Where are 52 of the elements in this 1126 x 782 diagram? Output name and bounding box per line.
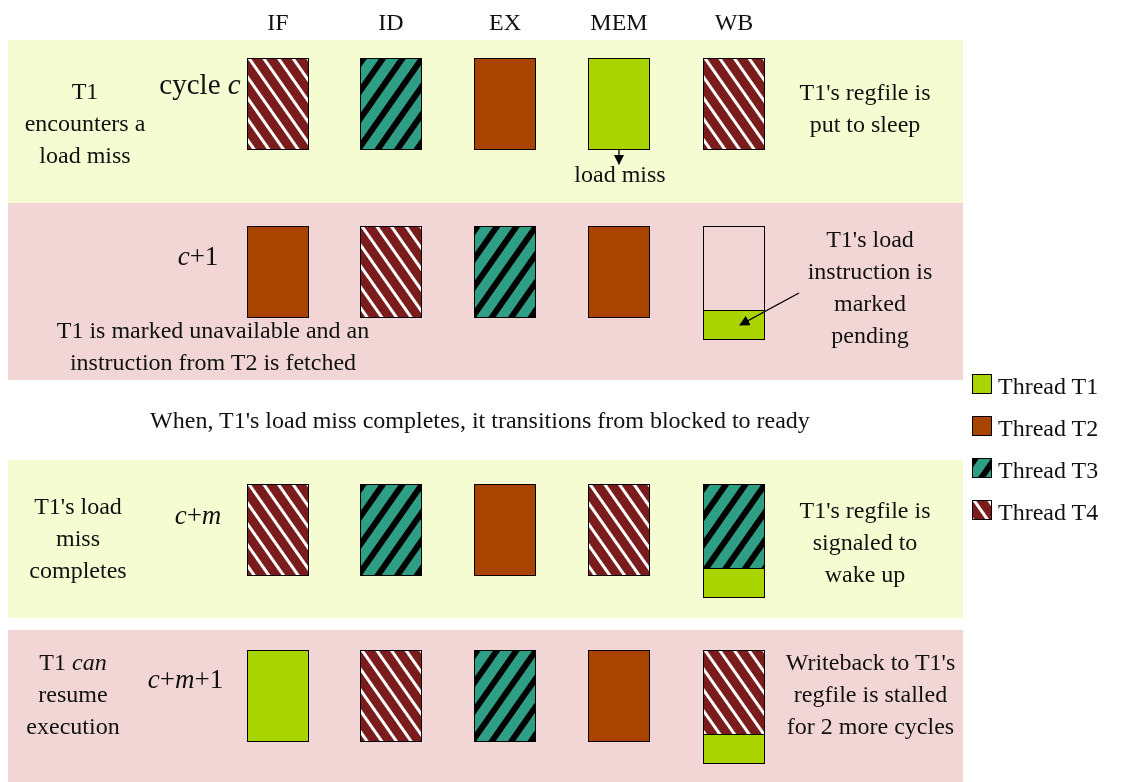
pipeline-stage-block: [588, 484, 650, 576]
pipeline-stage-block: [474, 226, 536, 318]
annotation-text: T1's load instruction is marked pending: [793, 223, 947, 351]
annotation-text: load miss: [560, 158, 680, 190]
cycle-band: [8, 630, 963, 782]
stage-header: ID: [377, 8, 405, 37]
legend-label: Thread T3: [998, 456, 1099, 485]
pipeline-stage-block: [360, 484, 422, 576]
pipeline-stage-block: [703, 58, 765, 150]
stage-header: IF: [266, 8, 290, 37]
cycle-label: cycle c: [158, 67, 242, 102]
pipeline-stage-block: [360, 58, 422, 150]
pipeline-stage-block: [247, 58, 309, 150]
row-note: T1's regfile is signaled to wake up: [798, 496, 932, 589]
pipeline-stage-block: [247, 484, 309, 576]
pending-slot: [703, 734, 765, 764]
cycle-label: c+1: [176, 240, 220, 273]
row-description: T1 is marked unavailable and an instruction from T2 is fetched: [55, 316, 371, 377]
pipeline-stage-block: [360, 650, 422, 742]
cycle-label: c+m+1: [146, 663, 225, 696]
pipeline-stage-block: [588, 650, 650, 742]
legend-label: Thread T1: [998, 372, 1099, 401]
pipeline-stage-block: [474, 484, 536, 576]
transition-note: When, T1's load miss completes, it transitions from blocked to ready: [149, 406, 811, 435]
cycle-label: c+m: [173, 499, 223, 532]
pipeline-stage-block: [703, 484, 765, 598]
stage-header: MEM: [589, 8, 649, 37]
row-note: Writeback to T1's regfile is stalled for 2 more cycles: [784, 648, 957, 741]
legend-label: Thread T2: [998, 414, 1099, 443]
pipeline-stage-block: [474, 58, 536, 150]
pipeline-stage-block: [247, 226, 309, 318]
row-description: T1 encounters a load miss: [23, 77, 147, 170]
pipeline-stage-block: [360, 226, 422, 318]
arrow: [613, 149, 625, 166]
pipeline-stage-block: [703, 650, 765, 764]
pending-slot: [703, 568, 765, 598]
pipeline-stage-block: [474, 650, 536, 742]
pipeline-stage-block: [703, 226, 765, 340]
pipeline-stage-block: [247, 650, 309, 742]
cycle-band: [8, 460, 963, 618]
stage-header: EX: [488, 8, 522, 37]
cycle-band: [8, 203, 963, 380]
arrow: [739, 292, 800, 326]
cycle-band: [8, 40, 963, 203]
row-note: T1's regfile is put to sleep: [798, 78, 932, 139]
stage-header: WB: [713, 8, 755, 37]
row-description: T1's load miss completes: [28, 492, 128, 585]
pipeline-stage-block: [588, 58, 650, 150]
legend-label: Thread T4: [998, 498, 1099, 527]
pending-slot: [703, 310, 765, 340]
pipeline-stage-block: [588, 226, 650, 318]
row-description: T1 can resume execution: [25, 648, 121, 741]
